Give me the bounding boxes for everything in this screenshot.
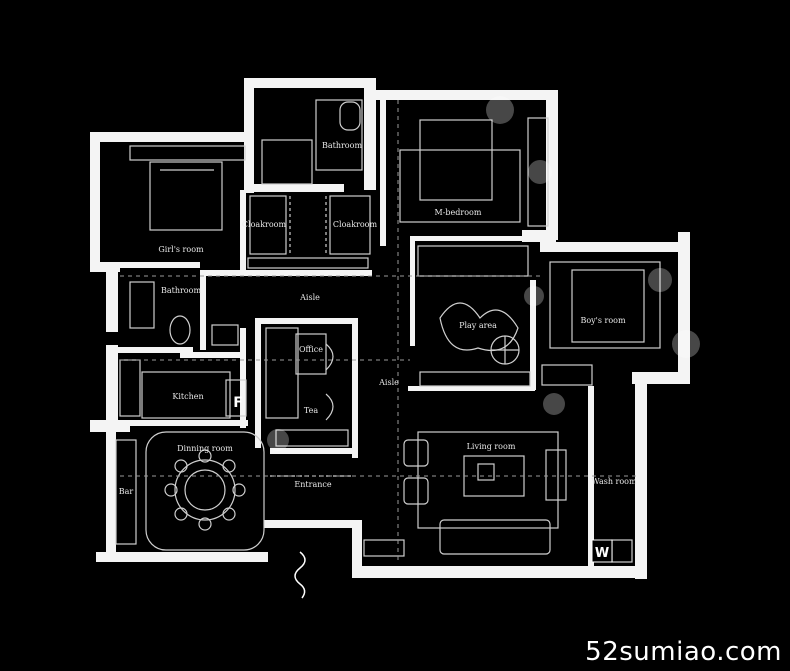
girls-headboard bbox=[129, 145, 246, 161]
kitchen-island bbox=[141, 371, 231, 419]
light-glows bbox=[267, 96, 700, 451]
office-zone bbox=[295, 333, 327, 375]
label-wash-room: Wash room bbox=[591, 477, 637, 486]
boys-bed bbox=[571, 269, 645, 343]
bathroom-left-shower bbox=[129, 281, 155, 329]
room-labels: Girl's room Bathroom M-bedroom Cloakroom… bbox=[119, 141, 637, 496]
label-m-bedroom: M-bedroom bbox=[435, 208, 482, 217]
master-bed bbox=[419, 119, 493, 201]
label-cloakroom-left: Cloakroom bbox=[242, 220, 287, 229]
light-glow bbox=[524, 286, 544, 306]
dining-table bbox=[174, 459, 236, 521]
tv-cabinet bbox=[419, 371, 531, 387]
label-living-room: Living room bbox=[467, 442, 516, 451]
light-glow bbox=[486, 96, 514, 124]
dining-rug bbox=[145, 431, 265, 551]
boys-wardrobe bbox=[541, 364, 593, 386]
light-glow bbox=[528, 160, 552, 184]
light-glow bbox=[543, 393, 565, 415]
label-boys-room: Boy's room bbox=[580, 316, 626, 325]
label-cloakroom-right: Cloakroom bbox=[333, 220, 378, 229]
label-kitchen: Kitchen bbox=[172, 392, 203, 401]
furniture bbox=[115, 99, 661, 563]
label-office: Office bbox=[299, 345, 323, 354]
toilet bbox=[169, 315, 191, 345]
play-area-mat bbox=[439, 302, 519, 352]
bathtub bbox=[339, 101, 361, 131]
office-desk bbox=[265, 327, 299, 419]
fridge-marker: F bbox=[233, 395, 243, 411]
entrance-cabinet bbox=[363, 539, 405, 557]
label-play-area: Play area bbox=[459, 321, 497, 330]
side-cabinet bbox=[545, 449, 567, 501]
master-rug bbox=[399, 149, 521, 223]
light-glow bbox=[267, 429, 289, 451]
armchair-bottom bbox=[403, 477, 429, 505]
cloakroom-left-shelves bbox=[249, 195, 287, 255]
washer-marker-box bbox=[591, 539, 613, 563]
circulation-lines bbox=[120, 100, 640, 560]
fridge bbox=[225, 379, 247, 417]
entrance-arrow-icon bbox=[294, 551, 306, 599]
label-aisle-horizontal: Aisle bbox=[299, 293, 320, 302]
hall-shelving bbox=[247, 257, 369, 269]
label-bar: Bar bbox=[119, 487, 134, 496]
label-girls-room: Girl's room bbox=[158, 245, 204, 254]
walls bbox=[90, 78, 690, 579]
sofa bbox=[439, 519, 551, 555]
label-bathroom-left: Bathroom bbox=[161, 286, 201, 295]
label-entrance: Entrance bbox=[294, 480, 331, 489]
tea-cabinet bbox=[275, 429, 349, 447]
watermark: 52sumiao.com bbox=[585, 637, 782, 667]
girls-bed bbox=[149, 161, 223, 231]
cloakroom-right-shelves bbox=[329, 195, 371, 255]
tea-chair bbox=[325, 393, 334, 421]
label-dinning-room: Dinning room bbox=[177, 444, 233, 453]
living-rug bbox=[417, 431, 559, 529]
shower bbox=[261, 139, 313, 185]
washer-marker: W bbox=[595, 546, 609, 561]
light-glow bbox=[672, 330, 700, 358]
light-glow bbox=[648, 268, 672, 292]
bathroom-left-sink bbox=[211, 324, 239, 346]
label-aisle-vertical: Aisle bbox=[378, 378, 399, 387]
bar-counter bbox=[115, 439, 137, 545]
label-bathroom-top: Bathroom bbox=[322, 141, 362, 150]
office-chair bbox=[325, 343, 334, 371]
label-tea: Tea bbox=[304, 406, 318, 415]
armchair-top bbox=[403, 439, 429, 467]
bathroom-vanity bbox=[315, 99, 363, 171]
boys-rug bbox=[549, 261, 661, 349]
master-wardrobe bbox=[527, 117, 549, 227]
